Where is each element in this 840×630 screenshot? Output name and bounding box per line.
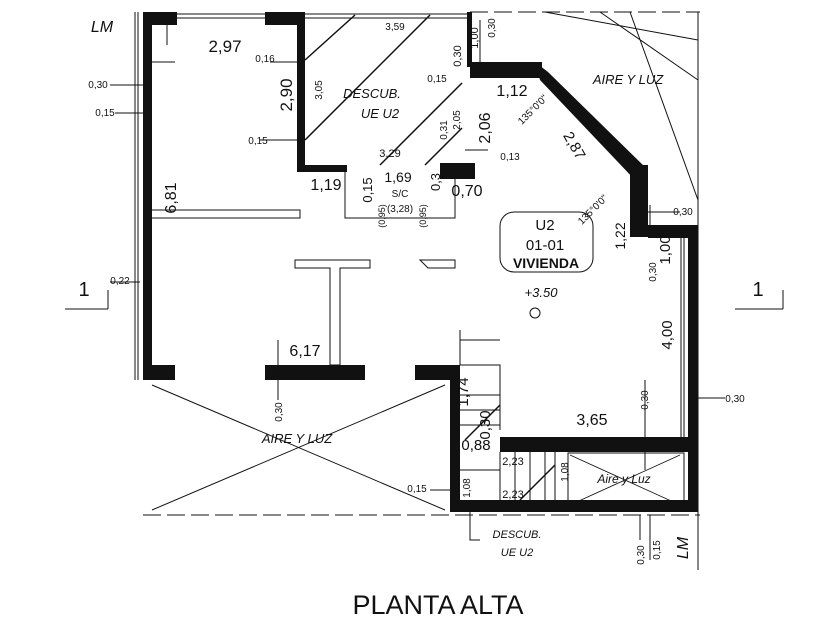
dimension-label: 0,15 <box>427 74 447 85</box>
dimension-label: 3,59 <box>385 22 405 33</box>
partition <box>459 330 501 430</box>
dimension-label: (3,28) <box>387 204 413 215</box>
dimension-label: 2,23 <box>502 489 523 501</box>
dimension-label: 3,65 <box>576 412 607 429</box>
top-window <box>143 13 470 19</box>
dimension-label: 0,30 <box>88 80 108 91</box>
section-marker-left <box>65 290 109 310</box>
room-label-descub: DESCUB. <box>343 86 401 101</box>
dimension-label: 0,3 <box>428 173 443 191</box>
room-label-descub: UE U2 <box>501 547 533 559</box>
dimension-label: (0,95) <box>377 204 387 228</box>
level-marker-icon <box>529 307 541 319</box>
dimension-label: 1,08 <box>462 478 473 498</box>
dimension-label: 0,15 <box>652 540 663 560</box>
dimension-label: 0,70 <box>451 183 482 200</box>
dimension-label: 3,29 <box>379 148 400 160</box>
dimension-label: 0,15 <box>248 136 268 147</box>
dimension-label: 0,15 <box>407 484 427 495</box>
dimension-label: 0,30 <box>673 207 693 218</box>
property-line-label: LM <box>675 536 692 559</box>
dimension-label: 2,90 <box>277 78 296 111</box>
room-label-descub: UE U2 <box>361 106 400 121</box>
room-label-use: VIVIENDA <box>513 255 579 271</box>
dimension-label: 1,08 <box>560 462 571 482</box>
dimension-label: 1,74 <box>455 377 472 406</box>
aire-luz-bottom-cross <box>151 384 446 511</box>
room-label-sc: S/C <box>392 189 409 200</box>
walls <box>143 12 698 512</box>
dimension-label: 0,30 <box>648 262 659 282</box>
stairs-arrows <box>464 404 556 501</box>
dimension-lines <box>110 20 725 560</box>
descub-hatch <box>304 14 463 166</box>
dimension-label: 0,30 <box>452 45 464 66</box>
dimension-label: 2,87 <box>559 129 588 163</box>
property-line-label: LM <box>91 19 114 36</box>
right-window <box>680 238 685 440</box>
room-label-aire-luz: AIRE Y LUZ <box>261 431 333 446</box>
dimension-label: 0,30 <box>640 390 651 410</box>
dimension-label: 6,17 <box>289 343 320 360</box>
room-label-aire-luz: AIRE Y LUZ <box>592 72 664 87</box>
dimension-label: 6,81 <box>163 182 180 213</box>
dimension-label: 0,30 <box>636 545 647 565</box>
dimension-label: 1,00 <box>657 235 674 264</box>
level-label: +3.50 <box>525 285 559 300</box>
aire-luz-small-cross <box>569 454 681 506</box>
dimension-label: 0,15 <box>95 108 115 119</box>
dimension-label: 135°0'0" <box>576 193 610 227</box>
dimension-label: 0,15 <box>360 177 375 202</box>
dimension-label: 0,88 <box>461 437 490 454</box>
dimension-label: 0,22 <box>110 276 130 287</box>
dimension-label: 0,30 <box>477 410 494 439</box>
dimension-label: 2,23 <box>502 456 523 468</box>
dimension-label: 1,12 <box>496 83 527 100</box>
section-label: 1 <box>78 279 89 301</box>
dimension-label: 0,31 <box>439 120 450 140</box>
partition <box>418 259 456 269</box>
plan-title: PLANTA ALTA <box>352 590 523 620</box>
room-label-aire-luz: Aire y Luz <box>596 472 650 486</box>
room-label-descub: DESCUB. <box>493 529 542 541</box>
dimension-label: 1,69 <box>384 169 411 185</box>
partition <box>152 209 301 219</box>
dimension-label: 3,05 <box>314 80 325 100</box>
section-label: 1 <box>752 279 763 301</box>
sc-duct <box>344 172 456 219</box>
dimension-label: 0,30 <box>725 394 745 405</box>
dimension-label: 0,30 <box>274 402 285 422</box>
section-marker-right <box>735 290 784 310</box>
facade-line-left <box>134 12 139 380</box>
dimension-label: 4,00 <box>659 320 676 349</box>
dimension-label: 1,00 <box>469 27 481 48</box>
room-label-code: 01-01 <box>526 237 564 254</box>
dimension-label: 0,16 <box>255 54 275 65</box>
dimension-label: 2,06 <box>477 112 494 143</box>
dimension-label: 2,97 <box>208 37 241 56</box>
dimension-label: 0,30 <box>487 18 498 38</box>
room-label-unit: U2 <box>535 217 554 234</box>
dimension-label: 0,13 <box>500 152 520 163</box>
room-label-box <box>499 211 594 273</box>
dimension-label: (0,95) <box>418 204 428 228</box>
dimension-label: 2,05 <box>452 110 463 130</box>
dimension-label: 1,19 <box>310 177 341 194</box>
dimension-label: 1,22 <box>612 222 628 249</box>
aire-luz-top-lines <box>544 11 699 201</box>
